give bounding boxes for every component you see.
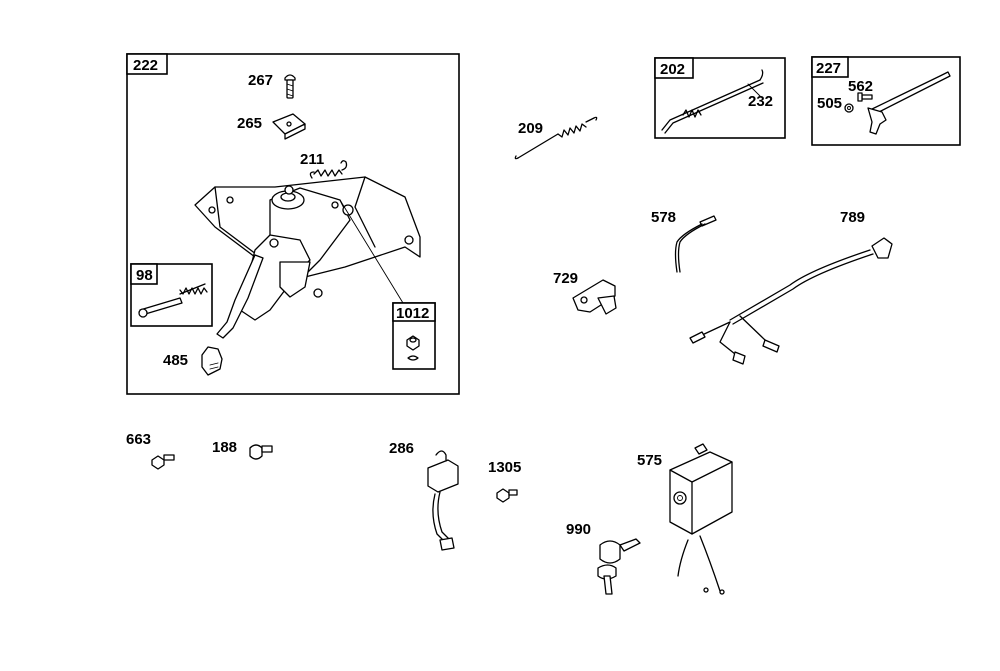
control-lever-227[interactable] <box>867 71 951 135</box>
group-202-frame <box>654 57 786 139</box>
label-211: 211 <box>300 151 324 168</box>
label-265: 265 <box>237 115 262 132</box>
label-232: 232 <box>748 93 773 110</box>
nut-1012[interactable] <box>406 335 420 361</box>
group-222-tag <box>126 53 168 75</box>
screw-1305[interactable] <box>496 488 518 503</box>
screw-188[interactable] <box>249 444 273 460</box>
label-1305: 1305 <box>488 459 521 476</box>
label-209: 209 <box>518 120 543 137</box>
control-bracket[interactable] <box>194 176 421 339</box>
label-663: 663 <box>126 431 151 448</box>
throttle-rod-232[interactable] <box>661 69 764 134</box>
group-98: 98 <box>130 263 213 327</box>
label-267: 267 <box>248 72 273 89</box>
group-227-tag <box>811 56 849 78</box>
label-505: 505 <box>817 95 842 112</box>
screw-562[interactable] <box>857 92 873 102</box>
group-227-frame <box>811 56 961 146</box>
bracket-729[interactable] <box>572 279 617 315</box>
module-286[interactable] <box>427 450 459 551</box>
group-98-frame <box>130 263 213 327</box>
group-202-label: 202 <box>660 61 685 78</box>
group-222-label: 222 <box>133 57 158 74</box>
group-222-frame <box>126 53 460 395</box>
label-578: 578 <box>651 209 676 226</box>
group-202-tag <box>654 57 694 79</box>
label-485: 485 <box>163 352 188 369</box>
spring-211[interactable] <box>309 160 348 179</box>
group-227-label: 227 <box>816 60 841 77</box>
group-227: 227 562 505 <box>811 56 961 146</box>
nut-505[interactable] <box>844 103 854 113</box>
key-switch-990[interactable] <box>597 538 641 595</box>
group-98-label: 98 <box>136 267 153 284</box>
group-1012-label: 1012 <box>396 305 429 322</box>
group-1012-tag <box>392 302 436 322</box>
group-1012: 1012 <box>392 302 436 370</box>
group-222: 222 267 265 211 <box>126 53 460 395</box>
group-202: 202 232 <box>654 57 786 139</box>
spring-98[interactable] <box>179 283 208 295</box>
label-729: 729 <box>553 270 578 287</box>
label-575: 575 <box>637 452 662 469</box>
screw-663[interactable] <box>151 454 175 470</box>
sensor-lead-578[interactable] <box>674 215 717 273</box>
label-286: 286 <box>389 440 414 457</box>
spring-209[interactable] <box>514 116 598 160</box>
leader-1012 <box>339 199 404 304</box>
wire-harness-789[interactable] <box>689 237 893 365</box>
label-789: 789 <box>840 209 865 226</box>
group-98-tag <box>130 263 158 285</box>
label-188: 188 <box>212 439 237 456</box>
pin-98[interactable] <box>138 297 183 318</box>
screw-267[interactable] <box>284 74 296 99</box>
clip-265[interactable] <box>272 113 306 140</box>
label-562: 562 <box>848 78 873 95</box>
knob-485[interactable] <box>201 346 223 376</box>
ignition-module-575[interactable] <box>669 443 733 595</box>
label-990: 990 <box>566 521 591 538</box>
